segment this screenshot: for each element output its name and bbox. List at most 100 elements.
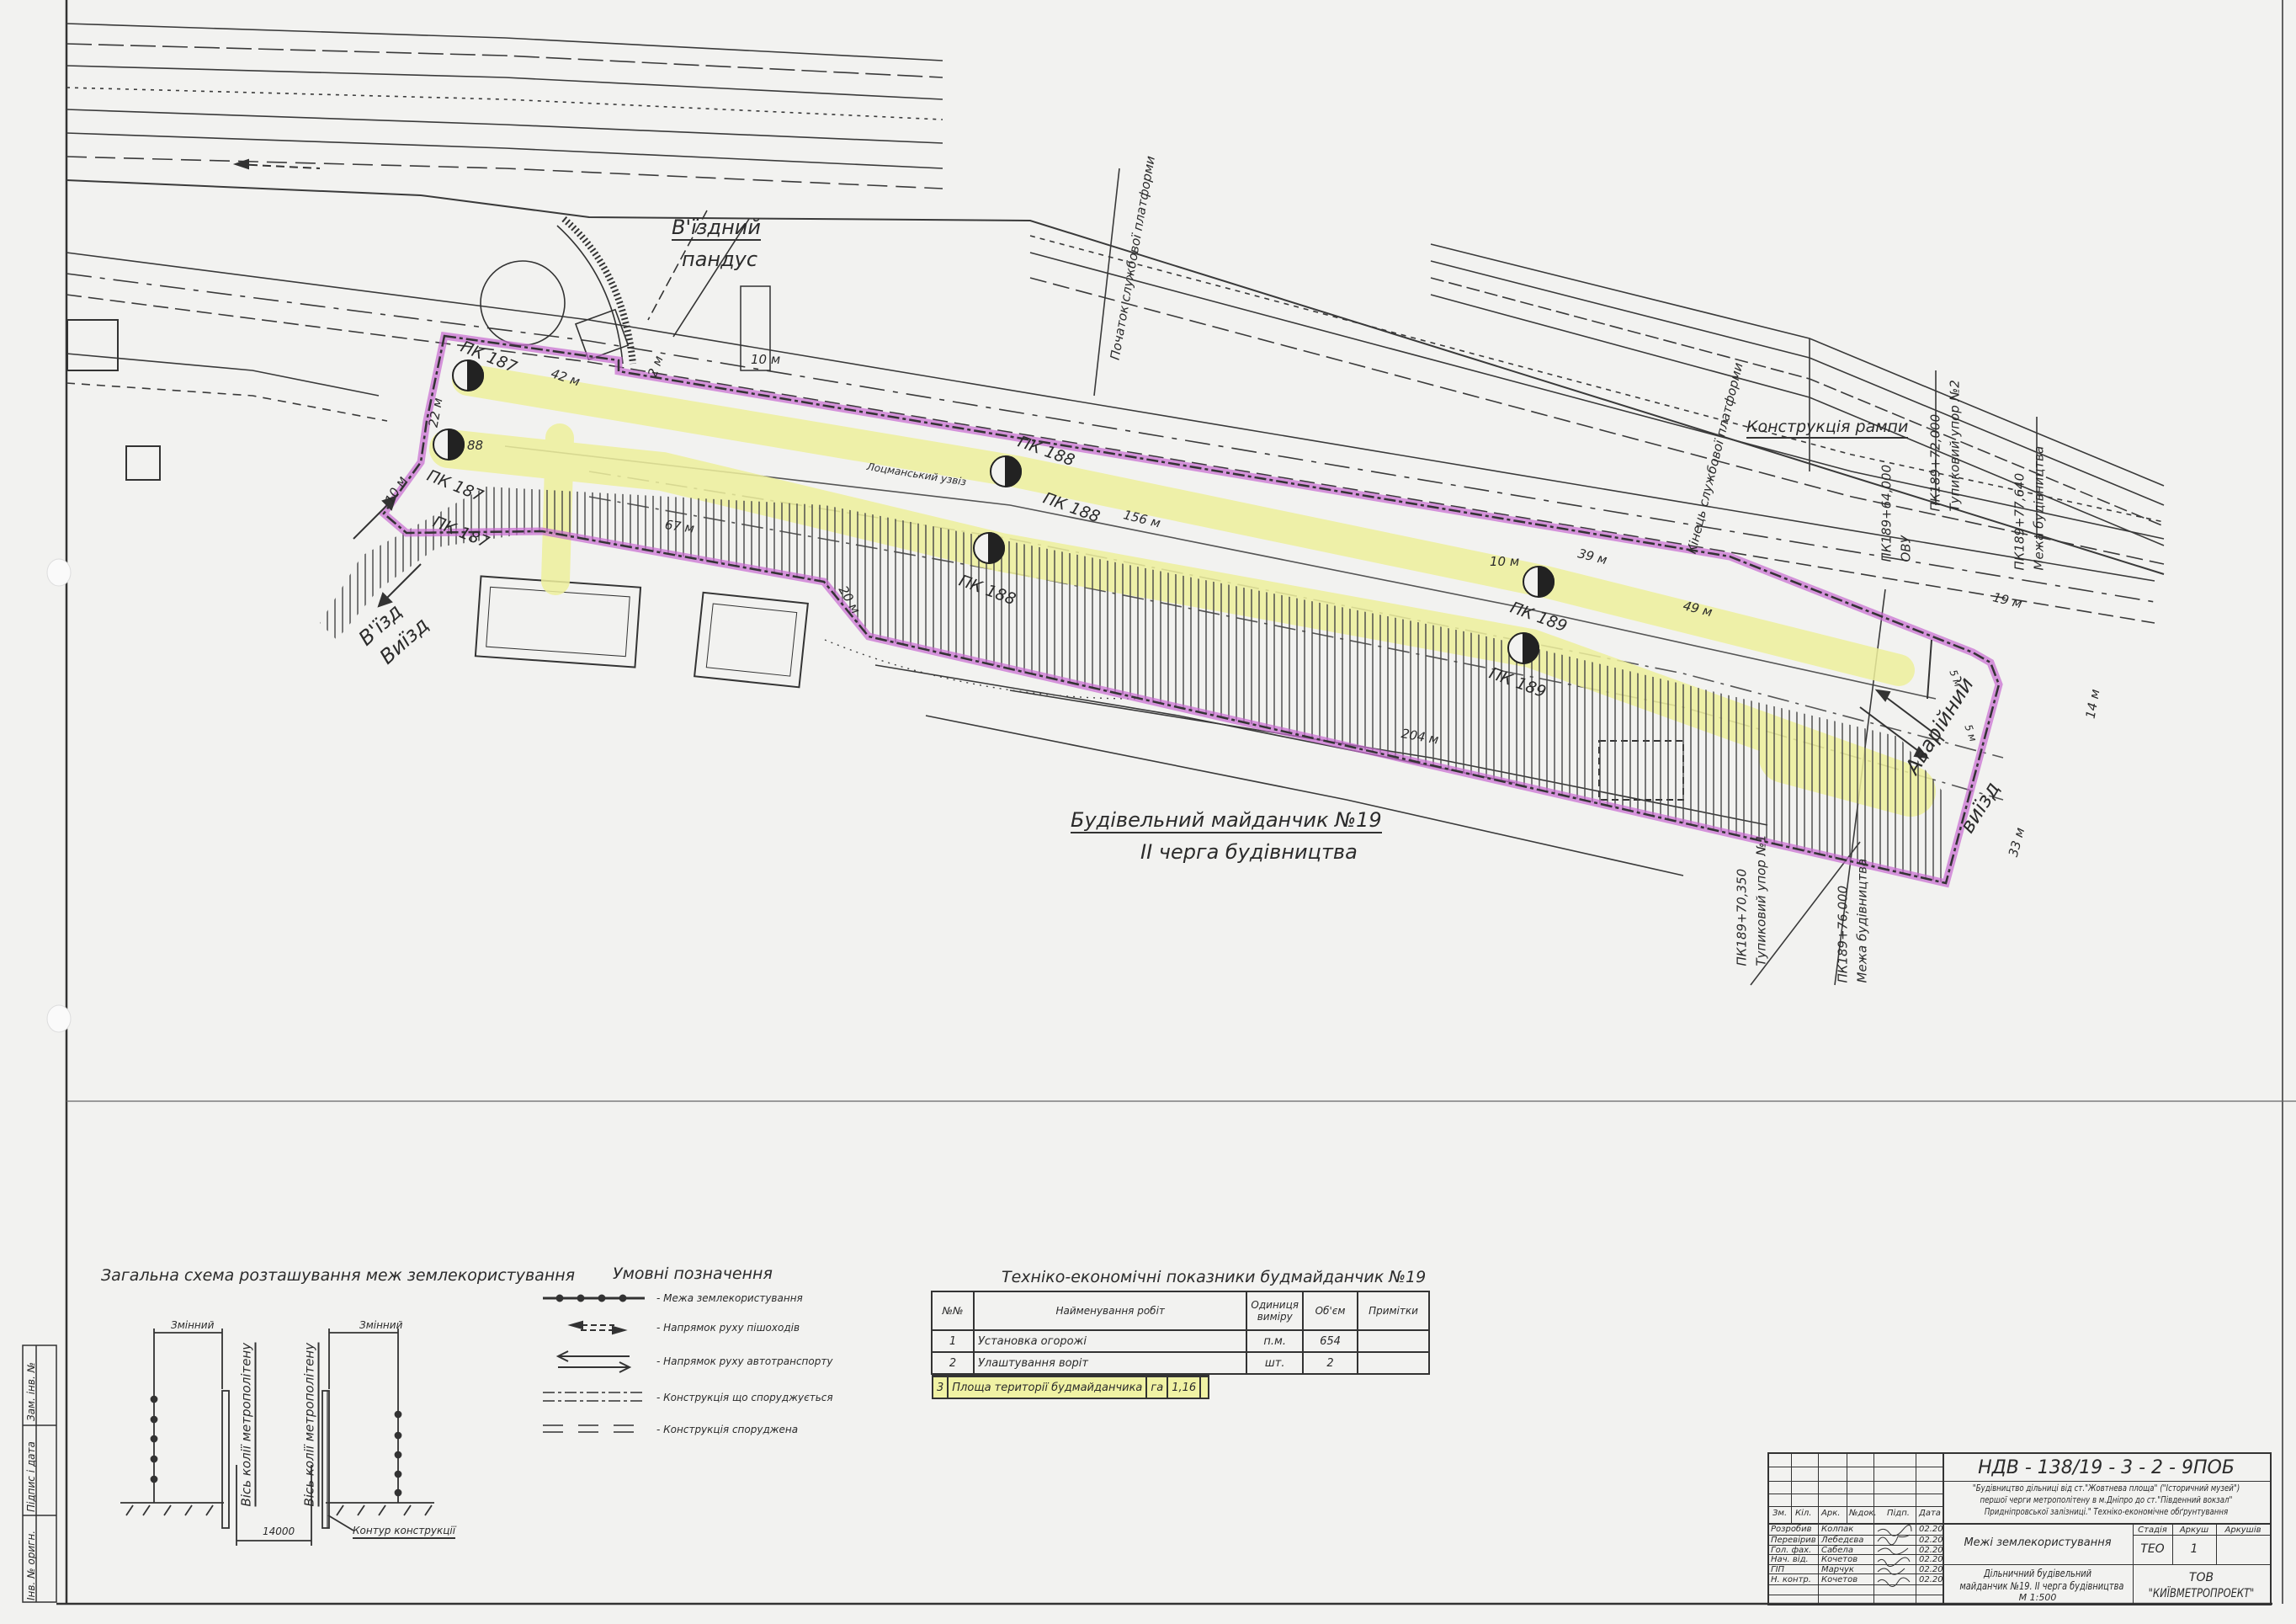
chainage-note: Тупиковий упор №1 bbox=[1753, 834, 1769, 966]
schema-variable-left: Змінний bbox=[171, 1319, 215, 1331]
col-header: Кіл. bbox=[1795, 1509, 1812, 1518]
table-row: 3 Площа території будмайданчика га 1,16 bbox=[931, 1375, 1210, 1399]
distance-label: 10 м bbox=[751, 352, 781, 367]
table-row: 2 Улаштування воріт шт. 2 bbox=[931, 1351, 1430, 1375]
side-stamp bbox=[22, 1344, 57, 1603]
staff-role: Гол. фах. bbox=[1771, 1546, 1812, 1555]
distance-label: 88 bbox=[467, 438, 484, 453]
project-line: "Будівництво дільниці від ст."Жовтнева п… bbox=[1972, 1483, 2240, 1494]
ramp-label-line2: пандус bbox=[682, 248, 758, 271]
column-header: Одиниця виміру bbox=[1246, 1291, 1304, 1331]
cell-volume: 1,16 bbox=[1167, 1376, 1202, 1399]
picket-marker-icon bbox=[433, 428, 465, 461]
stage-header: Стадія bbox=[2138, 1525, 2167, 1535]
legend-item-label: - Напрямок руху пішоходів bbox=[656, 1322, 800, 1334]
staff-role: ГІП bbox=[1771, 1565, 1785, 1574]
legend-item-label: - Конструкція споруджена bbox=[656, 1424, 799, 1435]
table-header-row: №№ Найменування робіт Одиниця виміру Об'… bbox=[931, 1291, 1430, 1331]
schema-title: Загальна схема розташування меж землекор… bbox=[101, 1266, 576, 1285]
chainage-note: ОВУ bbox=[1898, 535, 1914, 562]
legend-title: Умовні позначення bbox=[613, 1265, 773, 1283]
staff-date: 02.20 bbox=[1919, 1536, 1943, 1545]
cell-unit: шт. bbox=[1246, 1351, 1304, 1375]
built-structure-line-icon bbox=[543, 1424, 645, 1433]
cell-no: 3 bbox=[931, 1376, 949, 1399]
picket-marker-icon bbox=[452, 359, 484, 392]
col-header: Дата bbox=[1919, 1509, 1941, 1518]
sheet-title: Межі землекористування bbox=[1964, 1536, 2112, 1549]
hatched-slope-arc bbox=[824, 639, 1137, 700]
cell-no: 2 bbox=[931, 1351, 975, 1375]
chainage-label: ПК189+64,000 bbox=[1879, 464, 1895, 562]
cell-note bbox=[1199, 1376, 1210, 1399]
legend-item-label: - Конструкція що споруджується bbox=[656, 1392, 833, 1403]
side-stamp-label: Інв. № оригн. bbox=[25, 1530, 37, 1600]
col-header: №док. bbox=[1849, 1509, 1877, 1518]
legend-item-label: - Напрямок руху автотранспорту bbox=[656, 1355, 833, 1367]
project-line: Придніпровської залізниці." Техніко-екон… bbox=[1984, 1507, 2229, 1517]
cell-name: Улаштування воріт bbox=[972, 1351, 1248, 1375]
punch-hole bbox=[46, 1004, 72, 1033]
project-line: першої черги метрополітену в м.Дніпро до… bbox=[1980, 1495, 2233, 1505]
schema-variable-right: Змінний bbox=[359, 1319, 403, 1331]
schema-axis-right: Вісь колії метрополітену bbox=[302, 1342, 320, 1507]
drawing-title-line: Дільничний будівельний bbox=[1983, 1568, 2092, 1579]
col-header: Зм. bbox=[1772, 1509, 1788, 1518]
picket-markers bbox=[433, 359, 1555, 665]
staff-name: Марчук bbox=[1821, 1565, 1854, 1574]
structure-under-construction-line-icon bbox=[543, 1392, 645, 1402]
chainage-label: ПК189+76,000 bbox=[1835, 885, 1851, 983]
cell-volume: 654 bbox=[1302, 1329, 1358, 1353]
traffic-arrows bbox=[232, 158, 1945, 759]
cell-no: 1 bbox=[931, 1329, 975, 1353]
staff-role: Н. контр. bbox=[1771, 1575, 1811, 1584]
staff-date: 02.20 bbox=[1919, 1546, 1943, 1555]
side-stamp-label: Зам. інв. № bbox=[25, 1361, 37, 1421]
cell-unit: п.м. bbox=[1246, 1329, 1304, 1353]
distance-label: 10 м bbox=[1490, 554, 1520, 569]
chainage-label: ПК189+72,000 bbox=[1927, 413, 1943, 512]
pedestrian-direction-arrows-icon bbox=[572, 1324, 623, 1331]
stage-header: Аркуш bbox=[2179, 1525, 2209, 1535]
ramp-structure-label: Конструкція рампи bbox=[1746, 419, 1909, 439]
chainage-label: ПК189+70,350 bbox=[1734, 868, 1750, 966]
column-header: Найменування робіт bbox=[972, 1291, 1248, 1331]
vehicle-direction-arrows-icon bbox=[555, 1350, 632, 1373]
chainage-note: Межа будівництва bbox=[2031, 445, 2047, 571]
punch-hole bbox=[46, 558, 72, 587]
column-header: №№ bbox=[931, 1291, 975, 1331]
sheet-number: 1 bbox=[2190, 1542, 2198, 1556]
cell-note bbox=[1357, 1329, 1430, 1353]
chainage-note: Тупиковий упор №2 bbox=[1947, 380, 1963, 512]
staff-role: Перевірив bbox=[1771, 1536, 1816, 1545]
picket-marker-icon bbox=[973, 531, 1005, 565]
side-stamp-label: Підпис і дата bbox=[25, 1441, 37, 1512]
drawing-title-line: майданчик №19. ІІ черга будівництва bbox=[1959, 1580, 2124, 1592]
legend-item-label: - Межа землекористування bbox=[656, 1292, 803, 1304]
column-header: Примітки bbox=[1357, 1291, 1430, 1331]
staff-role: Нач. від. bbox=[1771, 1555, 1809, 1564]
company-name: "КИЇВМЕТРОПРОЕКТ" bbox=[2148, 1587, 2255, 1600]
col-header: Арк. bbox=[1821, 1509, 1841, 1518]
boundary-schema-diagram bbox=[120, 1328, 434, 1546]
land-boundary-line-icon bbox=[543, 1294, 645, 1302]
site-label-subtitle: ІІ черга будівництва bbox=[1140, 840, 1358, 864]
table-title: Техніко-економічні показники будмайданчи… bbox=[1002, 1268, 1427, 1286]
company-type: ТОВ bbox=[2188, 1571, 2214, 1584]
site-label-title: Будівельний майданчик №19 bbox=[1071, 808, 1382, 833]
cell-name: Площа території будмайданчика bbox=[947, 1376, 1148, 1399]
title-block: Зм. Кіл. Арк. №док. Підп. Дата Розробив … bbox=[1767, 1452, 2272, 1605]
cell-name: Установка огорожі bbox=[972, 1329, 1248, 1353]
cell-volume: 2 bbox=[1302, 1351, 1358, 1375]
hatched-slope-area bbox=[320, 487, 1946, 883]
drawing-code: НДВ - 138/19 - 3 - 2 - 9ПОБ bbox=[1978, 1457, 2235, 1478]
staff-role: Розробив bbox=[1771, 1525, 1812, 1534]
staff-date: 02.20 bbox=[1919, 1565, 1943, 1574]
chainage-label: ПК189+77,640 bbox=[2012, 472, 2028, 571]
staff-name: Колпак bbox=[1821, 1525, 1854, 1534]
staff-date: 02.20 bbox=[1919, 1575, 1943, 1584]
staff-name: Кочетов bbox=[1821, 1575, 1858, 1584]
cell-note bbox=[1357, 1351, 1430, 1375]
stage-header: Аркушів bbox=[2224, 1525, 2261, 1535]
